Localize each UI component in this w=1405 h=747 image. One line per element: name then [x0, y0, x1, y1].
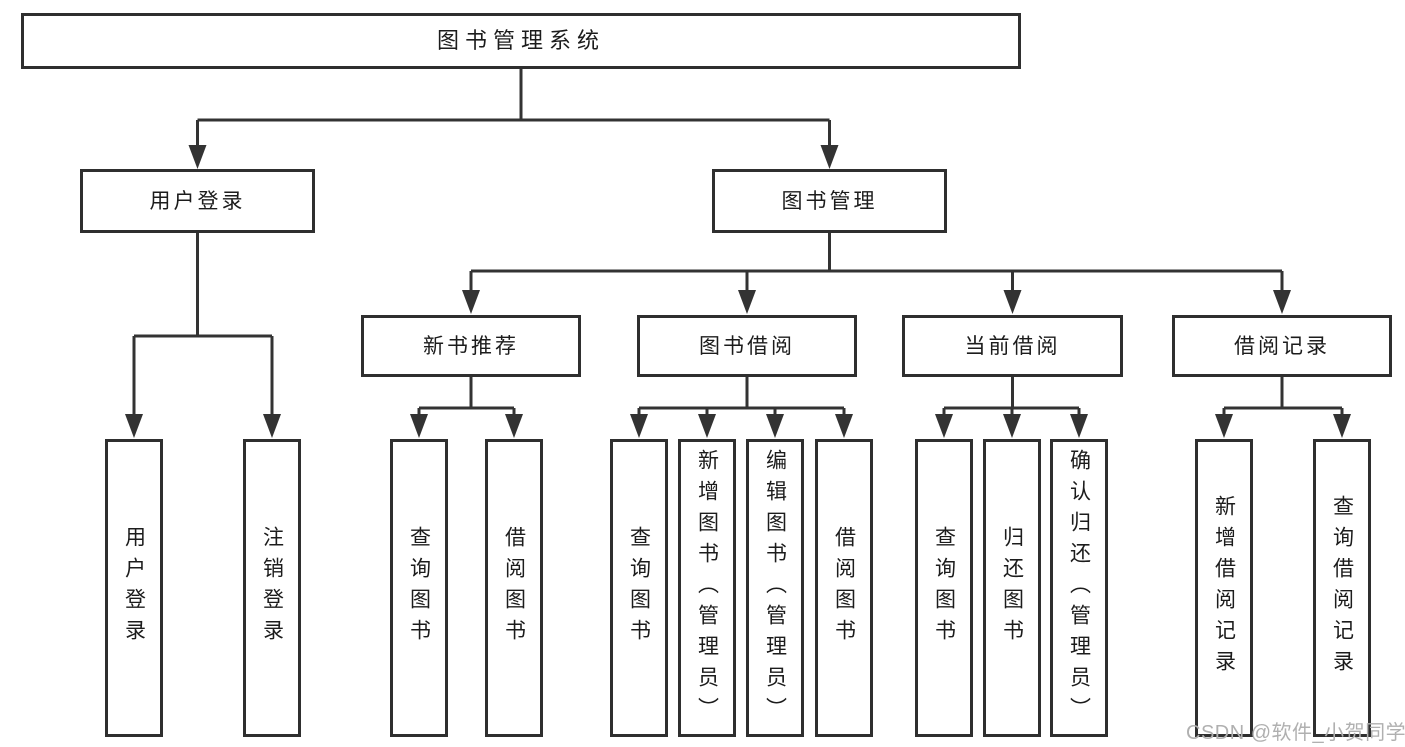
node-borrow-query-books: 查询图书	[610, 439, 668, 737]
node-borrow-records: 借阅记录	[1172, 315, 1392, 377]
node-book-management: 图书管理	[712, 169, 947, 233]
node-new-book-recommend: 新书推荐	[361, 315, 581, 377]
node-recommend-query-books: 查询图书	[390, 439, 448, 737]
node-current-return-books: 归还图书	[983, 439, 1041, 737]
node-user-login: 用户登录	[80, 169, 315, 233]
node-records-query-borrow-record: 查询借阅记录	[1313, 439, 1371, 737]
connector-new-book-recommend-children	[410, 377, 523, 438]
connector-current-borrow-children	[935, 377, 1088, 438]
node-current-borrow: 当前借阅	[902, 315, 1123, 377]
node-library-management-system: 图书管理系统	[21, 13, 1021, 69]
connector-book-borrow-children	[630, 377, 853, 438]
node-recommend-borrow-books: 借阅图书	[485, 439, 543, 737]
csdn-watermark: CSDN @软件_小贺同学	[1186, 722, 1405, 744]
node-borrow-add-books-admin: 新增图书（管理员）	[678, 439, 736, 737]
node-current-confirm-return-admin: 确认归还（管理员）	[1050, 439, 1108, 737]
node-current-query-books: 查询图书	[915, 439, 973, 737]
node-book-borrow: 图书借阅	[637, 315, 857, 377]
connector-user-login-children	[125, 233, 281, 438]
connector-borrow-records-children	[1215, 377, 1351, 438]
node-user-login-leaf: 用户登录	[105, 439, 163, 737]
node-borrow-borrow-books: 借阅图书	[815, 439, 873, 737]
connector-book-management-children	[462, 233, 1291, 314]
connector-root-to-level2	[188, 69, 839, 169]
node-borrow-edit-books-admin: 编辑图书（管理员）	[746, 439, 804, 737]
node-logout: 注销登录	[243, 439, 301, 737]
node-records-add-borrow-record: 新增借阅记录	[1195, 439, 1253, 737]
